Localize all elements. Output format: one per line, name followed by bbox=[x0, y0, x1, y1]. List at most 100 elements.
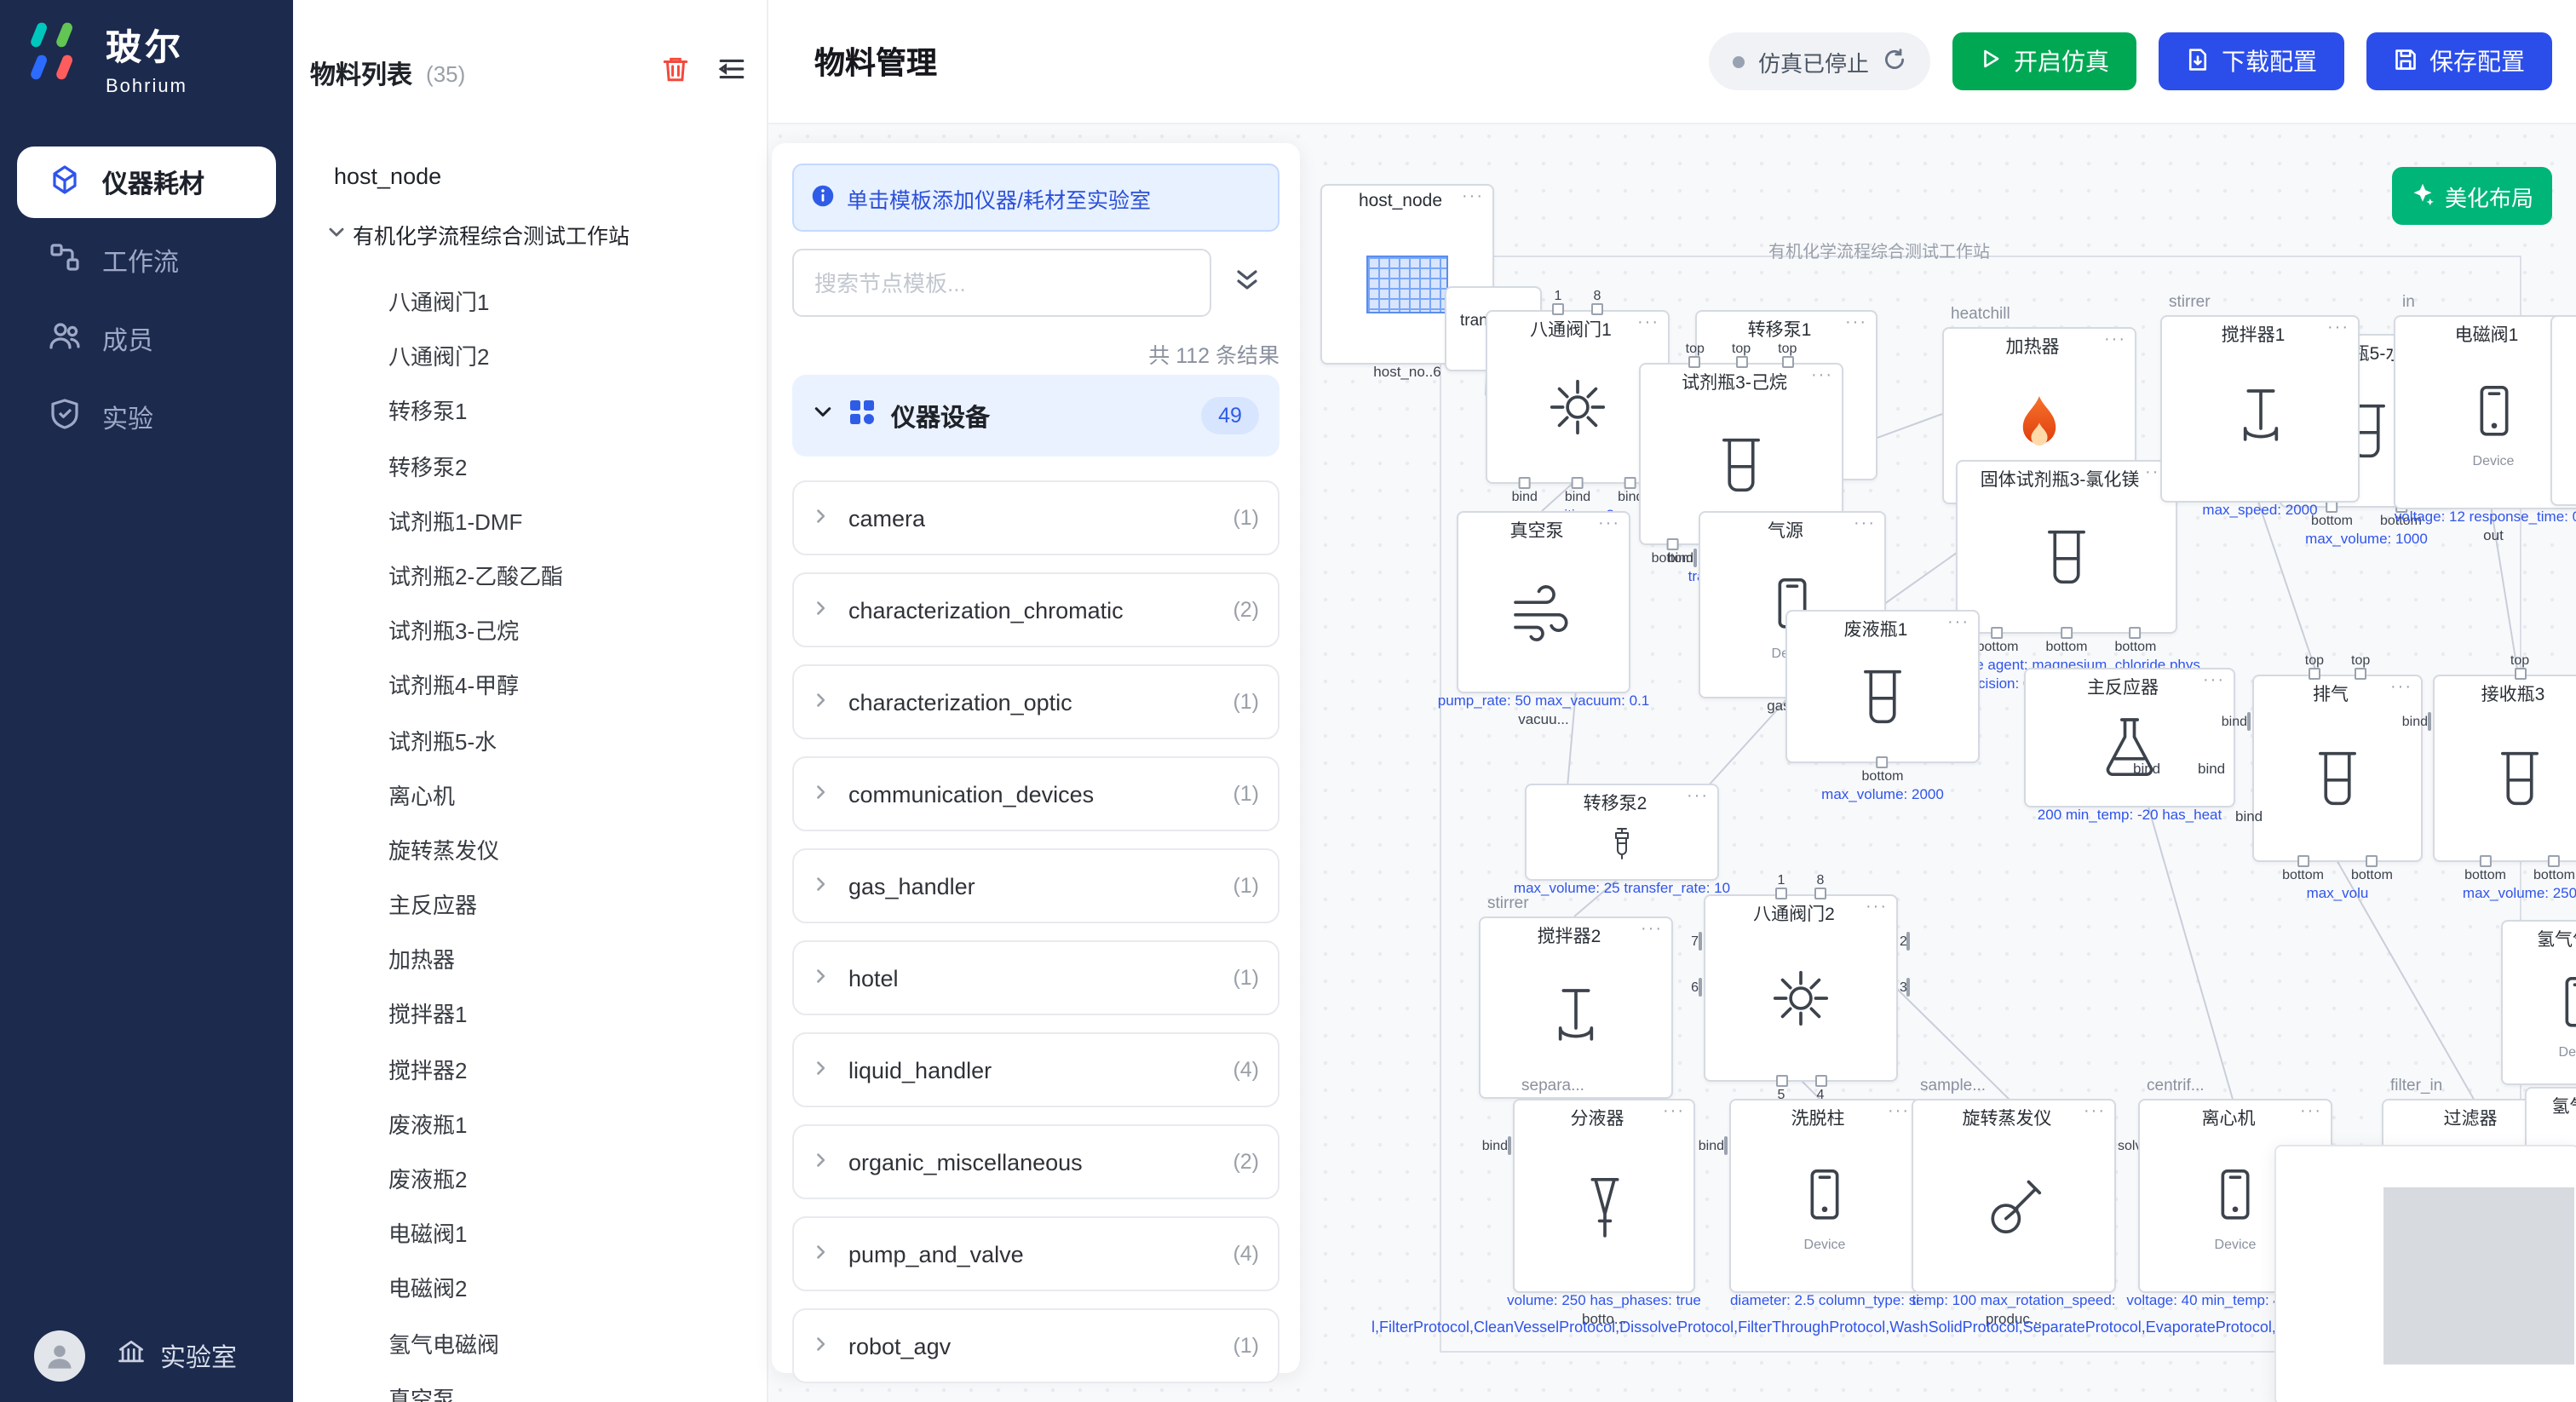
lab-switcher[interactable]: 实验室 bbox=[116, 1337, 237, 1375]
category-row-characterization_optic[interactable]: characterization_optic(1) bbox=[792, 664, 1279, 739]
tree-item[interactable]: 试剂瓶4-甲醇 bbox=[388, 673, 520, 699]
category-row-liquid_handler[interactable]: liquid_handler(4) bbox=[792, 1032, 1279, 1107]
node-menu-icon[interactable]: ··· bbox=[1598, 514, 1620, 533]
sepfunnel-icon bbox=[1515, 1128, 1693, 1284]
node-title: 过滤器 bbox=[2443, 1109, 2498, 1129]
node-menu-icon[interactable]: ··· bbox=[1687, 787, 1709, 806]
tree-item[interactable]: 电磁阀1 bbox=[388, 1221, 468, 1248]
canvas-node-转移泵2[interactable]: 转移泵2···max_volume: 25 transfer_rate: 10 bbox=[1514, 784, 1730, 896]
node-menu-icon[interactable]: ··· bbox=[1888, 1102, 1910, 1121]
node-menu-icon[interactable]: ··· bbox=[1947, 613, 1969, 632]
minimap-viewport[interactable] bbox=[2383, 1187, 2574, 1365]
status-dot-icon bbox=[1732, 55, 1745, 67]
node-menu-icon[interactable]: ··· bbox=[1663, 1102, 1685, 1121]
search-input[interactable] bbox=[792, 249, 1211, 317]
node-title: 氢气电磁阀 bbox=[2551, 1097, 2576, 1118]
template-panel: 单击模板添加仪器/耗材至实验室 共 112 条结果 仪器设备 49 camera… bbox=[772, 143, 1300, 1383]
tree-item-host-node[interactable]: host_node bbox=[334, 164, 442, 189]
node-menu-icon[interactable]: ··· bbox=[2104, 330, 2126, 349]
node-menu-icon[interactable]: ··· bbox=[1641, 920, 1663, 939]
tree-item[interactable]: 转移泵2 bbox=[388, 454, 468, 480]
category-row-hotel[interactable]: hotel(1) bbox=[792, 940, 1279, 1015]
tree-item[interactable]: 加热器 bbox=[388, 947, 456, 974]
start-simulation-button[interactable]: 开启仿真 bbox=[1952, 32, 2136, 90]
category-row-robot_agv[interactable]: robot_agv(1) bbox=[792, 1308, 1279, 1383]
canvas-node-氢气气源[interactable]: 氢气气源···Devicetype: hydrogengasso... bbox=[2501, 920, 2576, 1119]
node-type-label: stirrer bbox=[2169, 293, 2211, 312]
category-row-gas_handler[interactable]: gas_handler(1) bbox=[792, 848, 1279, 923]
tree-item[interactable]: 旋转蒸发仪 bbox=[388, 837, 500, 864]
node-menu-icon[interactable]: ··· bbox=[1854, 514, 1876, 533]
tree-item[interactable]: 主反应器 bbox=[388, 893, 478, 919]
tree-item[interactable]: 转移泵1 bbox=[388, 399, 468, 425]
node-title: 洗脱柱 bbox=[1791, 1109, 1845, 1129]
tree-item[interactable]: 搅拌器1 bbox=[388, 1002, 468, 1028]
sidebar-item-仪器耗材[interactable]: 仪器耗材 bbox=[17, 147, 276, 218]
node-menu-icon[interactable]: ··· bbox=[2327, 319, 2349, 337]
node-menu-icon[interactable]: ··· bbox=[2300, 1102, 2322, 1121]
canvas-node-旋转蒸发仪[interactable]: sample...旋转蒸发仪···solven...temp: 100 max_… bbox=[1912, 1077, 2172, 1327]
node-menu-icon[interactable]: ··· bbox=[1462, 187, 1484, 206]
node-menu-icon[interactable]: ··· bbox=[2084, 1102, 2106, 1121]
tree-item-workstation[interactable]: 有机化学流程综合测试工作站 bbox=[327, 218, 630, 250]
sim-status-pill[interactable]: 仿真已停止 bbox=[1708, 32, 1930, 90]
category-row-organic_miscellaneous[interactable]: organic_miscellaneous(2) bbox=[792, 1124, 1279, 1199]
avatar[interactable] bbox=[34, 1330, 85, 1382]
save-config-button[interactable]: 保存配置 bbox=[2366, 32, 2552, 90]
tree-item[interactable]: 真空泵 bbox=[388, 1386, 456, 1402]
beautify-layout-button[interactable]: 美化布局 bbox=[2392, 167, 2552, 225]
canvas-node-八通阀门2[interactable]: 八通阀门2···18762354positions: 8 bbox=[1691, 872, 1911, 1121]
sidebar-item-工作流[interactable]: 工作流 bbox=[17, 225, 276, 296]
tree-item[interactable]: 试剂瓶5-水 bbox=[388, 728, 497, 754]
tree-item[interactable]: 废液瓶2 bbox=[388, 1167, 468, 1192]
chevron-down-icon[interactable] bbox=[327, 222, 346, 246]
tree-item[interactable]: 八通阀门2 bbox=[388, 344, 490, 371]
node-menu-icon[interactable]: ··· bbox=[2574, 678, 2576, 697]
sidebar-item-实验[interactable]: 实验 bbox=[17, 382, 276, 453]
category-row-communication_devices[interactable]: communication_devices(1) bbox=[792, 756, 1279, 831]
accordion-instrument-devices[interactable]: 仪器设备 49 bbox=[792, 375, 1279, 457]
trash-icon[interactable] bbox=[661, 55, 690, 92]
beaker-icon bbox=[2254, 704, 2421, 853]
category-row-characterization_chromatic[interactable]: characterization_chromatic(2) bbox=[792, 572, 1279, 647]
download-config-button[interactable]: 下载配置 bbox=[2159, 32, 2344, 90]
tree-item[interactable]: 废液瓶1 bbox=[388, 1112, 468, 1138]
chevron-right-icon bbox=[813, 1146, 830, 1177]
tree-item[interactable]: 试剂瓶2-乙酸乙酯 bbox=[388, 563, 564, 589]
refresh-icon[interactable] bbox=[1883, 47, 1906, 76]
tree-item[interactable]: 试剂瓶3-己烷 bbox=[388, 618, 520, 645]
tree-item[interactable]: 八通阀门1 bbox=[388, 290, 490, 315]
node-menu-icon[interactable]: ··· bbox=[1811, 366, 1833, 385]
node-menu-icon[interactable]: ··· bbox=[2203, 671, 2225, 690]
members-icon bbox=[48, 319, 82, 359]
tree-item[interactable]: 试剂瓶1-DMF bbox=[388, 509, 523, 535]
collapse-all-icon[interactable] bbox=[1232, 263, 1262, 302]
port-label: bind bbox=[2235, 807, 2263, 825]
node-menu-icon[interactable]: ··· bbox=[1637, 313, 1659, 332]
node-title: 电磁阀1 bbox=[2454, 325, 2519, 346]
collapse-list-icon[interactable] bbox=[717, 55, 746, 92]
tree-item[interactable]: 电磁阀2 bbox=[388, 1276, 468, 1302]
category-row-pump_and_valve[interactable]: pump_and_valve(4) bbox=[792, 1216, 1279, 1291]
node-menu-icon[interactable]: ··· bbox=[2390, 678, 2412, 697]
node-menu-icon[interactable]: ··· bbox=[1845, 313, 1867, 332]
tree-item[interactable]: 离心机 bbox=[388, 783, 456, 809]
node-menu-icon[interactable]: ··· bbox=[1866, 898, 1888, 916]
tree-item[interactable]: 氢气电磁阀 bbox=[388, 1331, 500, 1358]
minimap[interactable] bbox=[2274, 1145, 2576, 1402]
canvas-node-主反应器[interactable]: 主反应器···200 min_temp: -20 has_heat bbox=[2024, 668, 2235, 823]
tree-item[interactable]: 搅拌器2 bbox=[388, 1057, 468, 1083]
canvas-node-洗脱柱[interactable]: 洗脱柱···Devicebindcolum...diameter: 2.5 co… bbox=[1699, 1099, 1974, 1308]
sidebar-item-成员[interactable]: 成员 bbox=[17, 303, 276, 375]
category-row-camera[interactable]: camera(1) bbox=[792, 480, 1279, 555]
